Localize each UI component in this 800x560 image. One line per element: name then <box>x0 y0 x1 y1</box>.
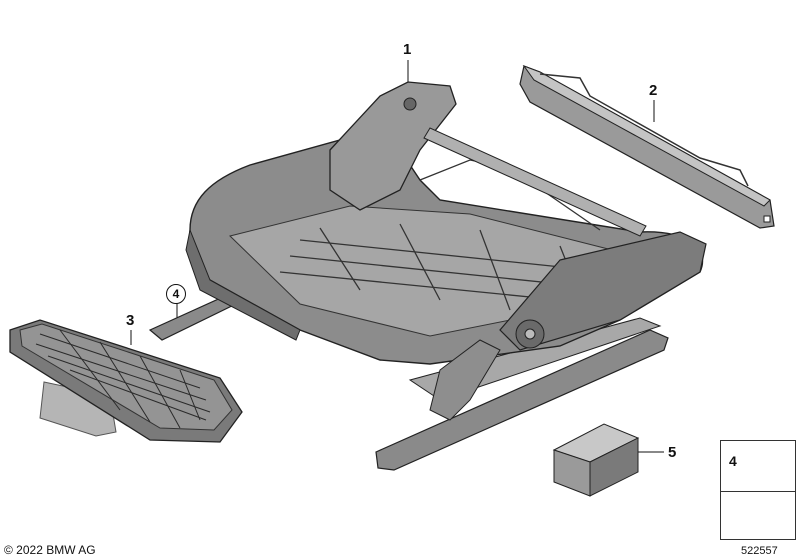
callout-1: 1 <box>403 41 412 58</box>
kit-side <box>589 437 639 497</box>
callout-4-circled: 4 <box>166 284 186 304</box>
repair-kit-part <box>552 423 640 497</box>
front-linkage <box>429 339 501 421</box>
bracket-pivot <box>403 97 417 111</box>
side-plate-right <box>499 231 707 351</box>
legend-item-number: 4 <box>729 453 737 469</box>
adjuster-hub <box>524 328 536 340</box>
drawing-number: 522557 <box>741 545 778 557</box>
legend-divider <box>721 491 795 492</box>
backrest-bracket <box>329 81 457 211</box>
callout-3: 3 <box>126 312 135 329</box>
rail-cover-top <box>522 64 771 207</box>
seat-rail-lower <box>375 329 669 471</box>
rail-cover-part <box>519 64 775 229</box>
copyright-text: © 2022 BMW AG <box>4 543 96 557</box>
rail-cover-hole <box>763 215 771 223</box>
pan-left-flange <box>185 228 301 341</box>
insert-top <box>19 323 233 431</box>
cross-tube <box>423 127 647 237</box>
seat-insert-part <box>9 319 243 443</box>
callout-5: 5 <box>668 444 677 461</box>
legend-box: 4 <box>720 440 796 540</box>
seat-frame-part <box>148 81 707 471</box>
rail-cover-wire <box>539 73 749 187</box>
callout-2: 2 <box>649 82 658 99</box>
insert-honeycomb <box>35 329 211 429</box>
